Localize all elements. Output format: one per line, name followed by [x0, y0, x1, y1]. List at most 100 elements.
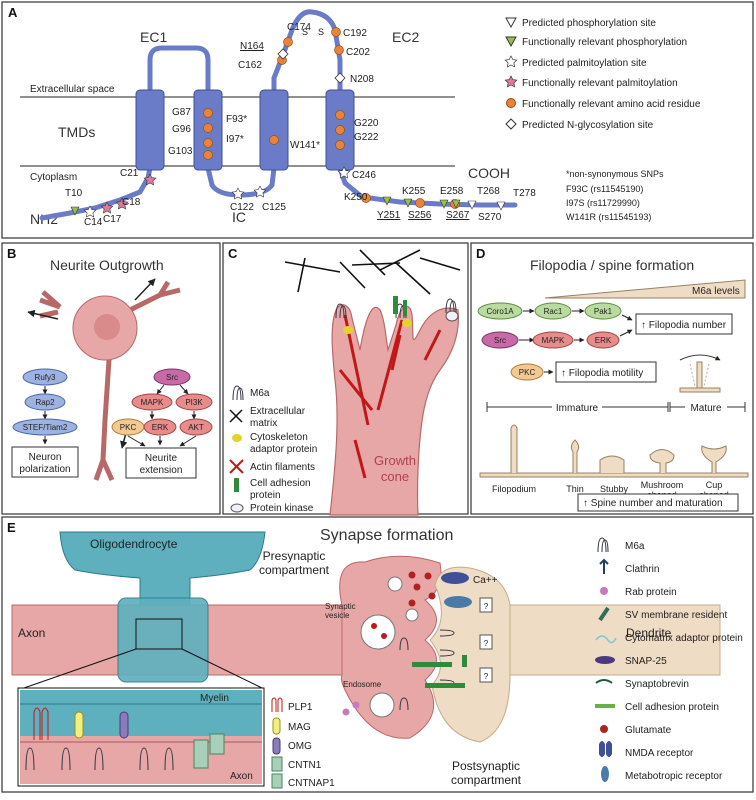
- mature-label: Mature: [690, 403, 722, 414]
- legend-a-3: Functionally relevant palmitoylation: [522, 78, 678, 89]
- legend-a-2: Predicted palmitoylation site: [522, 58, 647, 69]
- presynaptic-label-1: Presynaptic: [263, 549, 326, 563]
- panel-a-letter: A: [8, 5, 18, 20]
- legend-e-9: NMDA receptor: [625, 748, 694, 759]
- dendrite-shape: [504, 604, 721, 676]
- res-c122: C122: [230, 202, 254, 213]
- svg-text:Src: Src: [166, 373, 178, 382]
- endosome: [369, 692, 395, 718]
- mapk-node: MAPK: [131, 393, 173, 411]
- cntnap1-icon: [271, 773, 283, 789]
- svg-text:AKT: AKT: [188, 423, 204, 432]
- panel-e-legend: M6a Clathrin Rab protein SV membrane res…: [595, 537, 743, 782]
- res-c192: C192: [343, 28, 367, 39]
- myelin-sheath: [117, 597, 209, 683]
- pi3k-node: PI3K: [175, 393, 213, 411]
- spine-number-label: ↑ Spine number and maturation: [583, 498, 723, 509]
- neuron-polarization-line2: polarization: [19, 464, 70, 475]
- filopodia-motility-label: ↑ Filopodia motility: [561, 368, 643, 379]
- res-s1: S: [302, 27, 308, 37]
- res-k250: K250: [344, 192, 368, 203]
- tmds-label: TMDs: [58, 124, 95, 140]
- postsynaptic-label-1: Postsynaptic: [452, 759, 520, 773]
- snp-3: W141R (rs11545193): [566, 212, 651, 222]
- panel-d-title: Filopodia / spine formation: [530, 257, 694, 273]
- myelin-legend-3: CNTN1: [288, 760, 322, 771]
- rap2-node: Rap2: [24, 393, 66, 411]
- panel-b-title: Neurite Outgrowth: [50, 257, 164, 273]
- omg-shape: [119, 711, 129, 739]
- legend-c-1b: matrix: [250, 418, 277, 429]
- svg-text:Coro1A: Coro1A: [486, 307, 514, 316]
- stubby-spine-shape: [599, 455, 625, 473]
- growth-cone-line1: Growth: [374, 453, 416, 468]
- adaptor-protein-1: [343, 326, 353, 334]
- svg-text:PKC: PKC: [519, 368, 536, 377]
- legend-a-5: Predicted N-glycosylation site: [522, 120, 654, 131]
- src-node: Src: [153, 368, 191, 386]
- coro1a-node: Coro1A: [477, 302, 523, 320]
- res-g220: G220: [354, 118, 379, 129]
- legend-white-star-icon: [504, 55, 518, 68]
- svg-text:Rap2: Rap2: [35, 398, 55, 407]
- extracellular-matrix-fibers: [284, 249, 461, 295]
- shape-filopodium: Filopodium: [492, 484, 536, 494]
- legend-white-triangle-icon: [505, 17, 517, 29]
- legend-c-3: Actin filaments: [250, 462, 315, 473]
- adhesion-protein-2: [403, 300, 407, 316]
- neurite-extension-line2: extension: [140, 465, 183, 476]
- res-t278: T278: [513, 188, 536, 199]
- sv-membrane-icon: [598, 606, 610, 622]
- legend-e-1: Clathrin: [625, 564, 659, 575]
- synaptic-vesicle-label-2: vesicle: [325, 611, 350, 620]
- legend-e-2: Rab protein: [625, 587, 677, 598]
- endosome-label: Endosome: [343, 680, 382, 689]
- legend-e-0: M6a: [625, 541, 645, 552]
- svg-text:Rac1: Rac1: [544, 307, 563, 316]
- panel-b-letter: B: [7, 246, 16, 261]
- res-e258: E258: [440, 186, 464, 197]
- res-s270: S270: [478, 212, 502, 223]
- adaptor-protein-2: [402, 319, 412, 327]
- adhesion-icon: [234, 478, 239, 492]
- question-3: ?: [484, 672, 489, 681]
- omg-icon: [272, 737, 281, 755]
- svg-text:Rufy3: Rufy3: [35, 373, 56, 382]
- kinase-c: [445, 310, 459, 322]
- m6a-legend-icon: [597, 537, 609, 553]
- res-g87: G87: [172, 107, 191, 118]
- myelin-legend-2: OMG: [288, 741, 312, 752]
- axon-label: Axon: [18, 626, 45, 640]
- tm-helix-1: [135, 89, 165, 171]
- res-i97: I97*: [226, 134, 244, 145]
- legend-e-3: SV membrane resident: [625, 610, 727, 621]
- panel-e: E Synapse formation Oligodendrocyte Axon…: [1, 516, 754, 793]
- ec1-label: EC1: [140, 29, 167, 45]
- svg-text:Pak1: Pak1: [594, 307, 613, 316]
- legend-e-4: Cytomatrix adaptor protein: [625, 633, 743, 644]
- neurite-extension-line1: Neurite: [145, 453, 178, 464]
- m6a-proteins-e: [399, 629, 455, 711]
- panel-c: C Growth cone M6a Extracellular matrix C…: [222, 242, 469, 516]
- svg-text:Src: Src: [494, 336, 506, 345]
- question-box-1: [479, 597, 493, 613]
- shape-cup-1: Cup: [706, 480, 723, 490]
- panel-a: A Extracellular space Cytoplasm EC1 EC2 …: [1, 1, 754, 239]
- synaptic-vesicle: [360, 614, 396, 650]
- res-c17: C17: [103, 214, 122, 225]
- metabotropic-receptor: [444, 596, 472, 608]
- cntn1-shape: [193, 739, 209, 769]
- legend-white-diamond-icon: [505, 118, 517, 130]
- cntn1-icon: [271, 756, 283, 772]
- erk-node: ERK: [143, 418, 177, 436]
- legend-e-6: Synaptobrevin: [625, 679, 689, 690]
- nmda-receptor: [441, 572, 469, 584]
- question-1: ?: [484, 602, 489, 611]
- legend-c-4a: Cell adhesion: [250, 478, 311, 489]
- legend-a-1: Functionally relevant phosphorylation: [522, 37, 687, 48]
- glutamate-icon: [600, 725, 608, 733]
- m6a-levels-wedge: [544, 279, 746, 299]
- actin-filaments: [338, 314, 442, 479]
- residue-labels: C174 C192 C202 N164 C162 N208 S S G87 F9…: [65, 22, 536, 228]
- neurite-extension-box: [125, 447, 197, 479]
